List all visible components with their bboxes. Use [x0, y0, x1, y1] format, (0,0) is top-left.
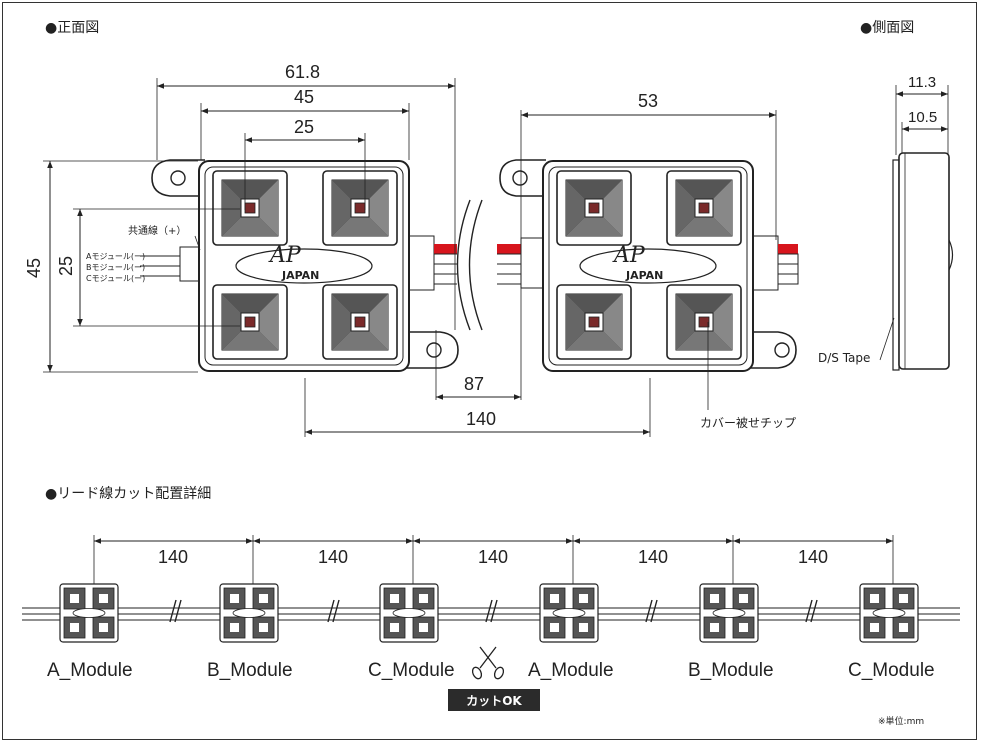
- module-label-5: B_Module: [688, 660, 774, 681]
- module-label-6: C_Module: [848, 660, 935, 681]
- front-module-2: [543, 161, 753, 371]
- spacing-1: 140: [158, 547, 188, 567]
- module-label-2: B_Module: [207, 660, 293, 681]
- svg-text:JAPAN: JAPAN: [281, 269, 319, 282]
- side-view: 11.3 10.5 D/S Tape: [818, 74, 954, 371]
- cover-chip-label: カバー被せチップ: [700, 416, 796, 430]
- module-label-4: A_Module: [528, 660, 614, 681]
- dim-45-width: 45: [294, 87, 314, 107]
- spacing-2: 140: [318, 547, 348, 567]
- cut-layout-title: ●リード線カット配置詳細: [45, 486, 212, 502]
- common-wire-label: 共通線（+）: [128, 224, 186, 237]
- chain-module-6: [859, 583, 919, 643]
- cut-layout: 140 140 140 140 140 A_Module B_Module C_…: [22, 535, 960, 727]
- spacing-4: 140: [638, 547, 668, 567]
- chain-module-3: [379, 583, 439, 643]
- ds-tape-label: D/S Tape: [818, 351, 870, 365]
- dim-25-width: 25: [294, 117, 314, 137]
- mount-tabs: [151, 159, 797, 369]
- ap-japan-logo-2: AP JAPAN: [612, 243, 663, 282]
- chain-module-2: [219, 583, 279, 643]
- lead-wires-left: [140, 246, 204, 282]
- dim-45-height: 45: [24, 258, 44, 278]
- cut-ok-badge: カットOK: [466, 694, 522, 708]
- b-wire-label: Bモジュール(ー): [86, 263, 145, 272]
- spacing-3: 140: [478, 547, 508, 567]
- wire-label-group: 共通線（+） Aモジュール(ー) Bモジュール(ー) Cモジュール(ー): [86, 224, 201, 283]
- lead-wires-middle: [407, 195, 544, 331]
- dim-10-5: 10.5: [908, 109, 937, 126]
- module-label-1: A_Module: [47, 660, 133, 681]
- spacing-5: 140: [798, 547, 828, 567]
- dim-140: 140: [466, 409, 496, 429]
- dimension-lines: [47, 83, 776, 435]
- dim-11-3: 11.3: [908, 74, 936, 91]
- lead-wires-right: [751, 235, 799, 291]
- chain-module-5: [699, 583, 759, 643]
- front-module-1: [199, 161, 409, 371]
- svg-text:AP: AP: [268, 243, 302, 268]
- c-wire-label: Cモジュール(ー): [86, 274, 145, 283]
- dim-61-8: 61.8: [285, 62, 320, 82]
- dim-53: 53: [638, 91, 658, 111]
- module-label-3: C_Module: [368, 660, 455, 681]
- svg-text:JAPAN: JAPAN: [625, 269, 663, 282]
- svg-text:AP: AP: [612, 243, 646, 268]
- ap-japan-logo-1: AP JAPAN: [268, 243, 319, 282]
- scissors-icon: [471, 646, 505, 680]
- chain-module-4: [539, 583, 599, 643]
- unit-note: ※単位:mm: [878, 715, 924, 727]
- side-view-title: ●側面図: [860, 20, 915, 36]
- dim-25-height: 25: [56, 256, 76, 276]
- front-view-title: ●正面図: [45, 20, 100, 36]
- chain-module-1: [59, 583, 119, 643]
- a-wire-label: Aモジュール(ー): [86, 252, 145, 261]
- dim-87: 87: [464, 374, 484, 394]
- extension-lines: [43, 78, 777, 437]
